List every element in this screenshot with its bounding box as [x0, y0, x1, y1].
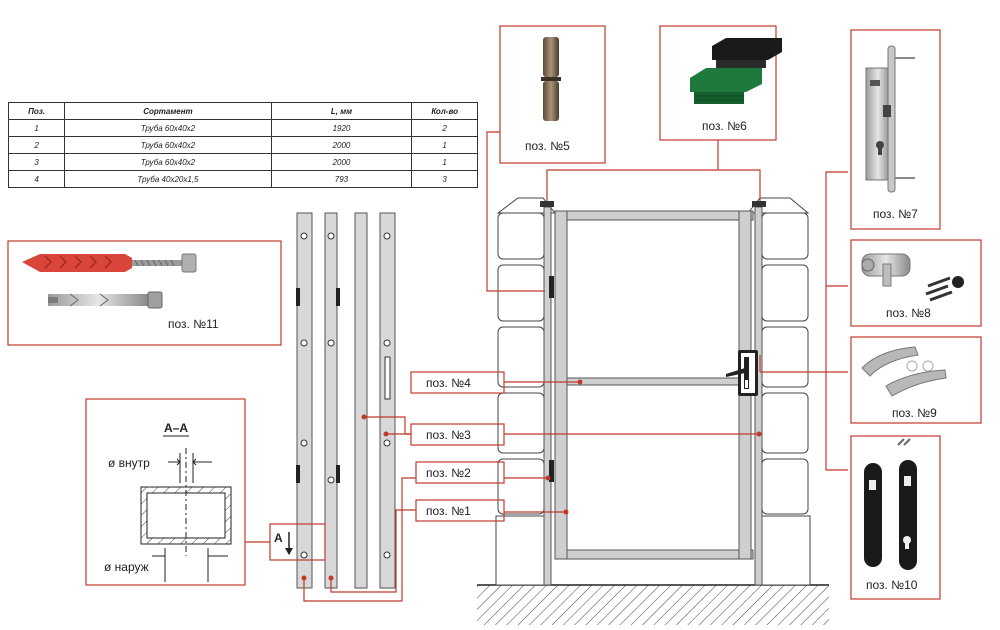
- tube-part-1: [296, 212, 313, 589]
- label-pos11: поз. №11: [168, 317, 219, 331]
- lock-cylinder-icon: [861, 253, 911, 287]
- tube-cross-section: [140, 448, 232, 582]
- right-pillar: [746, 197, 811, 586]
- label-pos10: поз. №10: [866, 578, 918, 592]
- cap-left: [540, 201, 554, 207]
- section-marker: A: [245, 523, 326, 561]
- label-pos8: поз. №8: [886, 306, 931, 320]
- cell: 793: [270, 170, 413, 188]
- hinge-top: [549, 276, 554, 298]
- box-pos8: поз. №8: [850, 239, 982, 327]
- label-outer-diameter: ø наруж: [104, 560, 149, 574]
- tube-part-3: [354, 212, 368, 589]
- green-cap-icon: [690, 68, 762, 104]
- tube-part-2: [324, 212, 338, 589]
- label-pos1: поз. №1: [426, 504, 471, 518]
- hinge-icon: [541, 37, 561, 121]
- keys-icon: [925, 276, 964, 302]
- cap-right: [752, 201, 766, 207]
- label-pos3: поз. №3: [426, 428, 471, 442]
- label-pos7: поз. №7: [873, 207, 918, 221]
- gate-leaf: [554, 210, 754, 560]
- post-left: [543, 206, 552, 586]
- label-pos6: поз. №6: [702, 119, 747, 133]
- label-pos4: поз. №4: [426, 376, 471, 390]
- left-pillar: [495, 197, 557, 586]
- box-pos5: поз. №5: [499, 25, 606, 164]
- black-cap-icon: [712, 38, 782, 68]
- tube-part-4: [379, 212, 396, 589]
- leader-lines: [303, 131, 848, 602]
- gate-assembly: [477, 197, 829, 625]
- plastic-anchor-icon: [22, 253, 197, 273]
- box-section-aa: A–A ø внутр ø наруж: [85, 398, 246, 586]
- metal-anchor-icon: [48, 291, 163, 309]
- ground-hatch: [477, 585, 829, 625]
- post-right: [754, 206, 763, 586]
- box-pos6: поз. №6: [659, 25, 782, 141]
- label-pos2: поз. №2: [426, 466, 471, 480]
- label-pos9: поз. №9: [892, 406, 937, 420]
- section-title: A–A: [164, 421, 188, 435]
- table-header-row: Поз. Сортамент L, мм Кол-во: [7, 102, 478, 120]
- escutcheon-plate-icon: [864, 438, 917, 570]
- box-pos10: поз. №10: [850, 435, 941, 600]
- section-marker-label: A: [274, 531, 283, 545]
- mortise-lock-icon: [865, 45, 915, 193]
- box-pos11: поз. №11: [7, 240, 282, 346]
- label-pos5: поз. №5: [525, 139, 570, 153]
- cell: Труба 40х20х1,5: [64, 170, 272, 188]
- exploded-tubes: [296, 212, 396, 589]
- box-pos9: поз. №9: [850, 336, 982, 424]
- cell: 4: [7, 170, 66, 188]
- hinge-bottom: [549, 460, 554, 482]
- label-inner-diameter: ø внутр: [108, 456, 150, 470]
- box-pos7: поз. №7: [850, 29, 941, 230]
- door-lever-icon: [861, 346, 947, 397]
- door-handle-icon: [726, 350, 758, 396]
- cell: 3: [411, 170, 478, 188]
